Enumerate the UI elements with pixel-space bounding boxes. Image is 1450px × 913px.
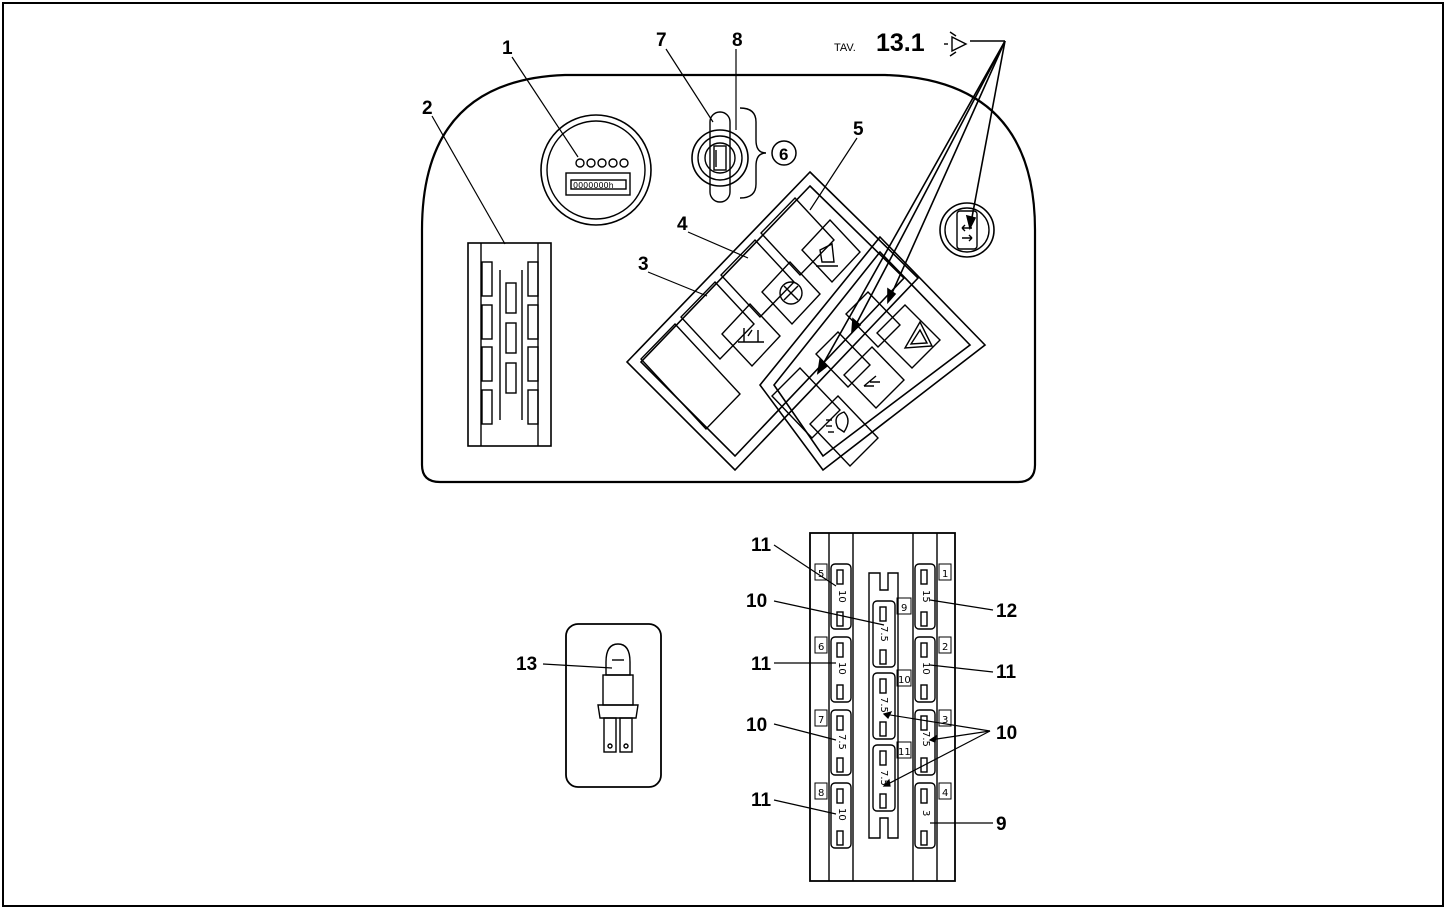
- dashboard-outline: [420, 73, 1037, 484]
- fuse-8: [830, 782, 852, 849]
- callout-2: 2: [422, 98, 433, 119]
- callout-3: 3: [638, 254, 649, 275]
- callout-9: 9: [996, 814, 1007, 835]
- fuse-rating-10: 7.5: [878, 697, 889, 713]
- fuse-9: [872, 600, 896, 668]
- hour-meter: 0000000h: [540, 114, 652, 226]
- callout-11-b: 11: [751, 654, 772, 675]
- fuse-leader-lines: [773, 544, 994, 824]
- callout-10-b: 10: [746, 715, 767, 736]
- fuse-rating-4: 3: [920, 810, 931, 816]
- fuse-rating-5: 10: [836, 590, 847, 603]
- fuse-7: [830, 709, 852, 776]
- top-leader-lines: [431, 48, 858, 297]
- slot-label-5: 5: [818, 569, 824, 580]
- fuse-rating-7: 7.5: [836, 734, 847, 750]
- slot-label-2: 2: [942, 642, 948, 653]
- callout-11-c: 11: [751, 790, 772, 811]
- callout-6: 6: [779, 145, 788, 164]
- callout-12: 12: [996, 601, 1017, 622]
- callout-1: 1: [502, 38, 513, 59]
- callout-10-a: 10: [746, 591, 767, 612]
- turn-indicator-lamp-icon: [944, 31, 968, 57]
- fuse-1: [914, 563, 936, 630]
- fuse-rating-2: 10: [920, 662, 931, 675]
- fuse-rating-6: 10: [836, 662, 847, 675]
- callout-4: 4: [677, 214, 688, 235]
- turn-signal-switch-2[interactable]: [815, 331, 905, 409]
- switch-5[interactable]: [760, 196, 861, 284]
- beacon-icon: [779, 281, 803, 305]
- callout-13: 13: [516, 654, 537, 675]
- left-switch-group: [625, 170, 920, 472]
- fuse-rating-1: 15: [920, 590, 931, 603]
- fuse-4: [914, 782, 936, 849]
- headlight-switch[interactable]: [771, 366, 879, 468]
- hour-meter-counter: 0000000h: [573, 181, 614, 190]
- key-switch-brace: [739, 107, 767, 199]
- callout-7: 7: [656, 30, 667, 51]
- fuse-5: [830, 563, 852, 630]
- fuse-box-small: [467, 242, 552, 447]
- fuse-rating-11: 7.5: [878, 770, 889, 786]
- switch-3[interactable]: [680, 280, 781, 368]
- right-switch-group: [758, 235, 987, 472]
- slot-label-6: 6: [818, 642, 824, 653]
- slot-number-boxes: [814, 563, 952, 800]
- callout-5: 5: [853, 119, 864, 140]
- fuse-2: [914, 636, 936, 703]
- bulb-detail-box: [565, 623, 662, 788]
- fuse-rating-8: 10: [836, 808, 847, 821]
- turn-signal-icon: [863, 375, 880, 387]
- slot-label-8: 8: [818, 788, 824, 799]
- bulb-icon: [597, 643, 639, 753]
- tav-number: 13.1: [876, 29, 925, 57]
- fuse-11: [872, 744, 896, 812]
- switch-blank[interactable]: [640, 322, 741, 431]
- fuse-rating-3: 7.5: [920, 731, 931, 747]
- leader-13: [542, 663, 613, 669]
- slot-label-7: 7: [818, 715, 824, 726]
- tav-prefix: TAV.: [834, 42, 856, 54]
- fuse-6: [830, 636, 852, 703]
- callout-11-a: 11: [751, 535, 772, 556]
- slot-label-4: 4: [942, 788, 948, 799]
- slot-label-1: 1: [942, 569, 948, 580]
- callout-11-d: 11: [996, 662, 1017, 683]
- hazard-switch[interactable]: [845, 291, 941, 369]
- hazard-icon: [903, 320, 934, 349]
- fuse-10: [872, 672, 896, 740]
- wiper-icon: [738, 328, 764, 343]
- callout-10-c: 10: [996, 723, 1017, 744]
- slot-label-11: 11: [898, 747, 911, 758]
- switch-4[interactable]: [720, 238, 821, 326]
- fuse-rating-9: 7.5: [878, 626, 889, 642]
- tav-leader-lines: [816, 40, 1006, 375]
- headlight-icon: [826, 411, 849, 433]
- slot-label-3: 3: [942, 715, 948, 726]
- slot-label-9: 9: [901, 603, 907, 614]
- turn-signal-switch[interactable]: [939, 202, 995, 258]
- callout-6-circle: [771, 140, 797, 166]
- key-switch-icon[interactable]: [691, 111, 749, 203]
- callout-8: 8: [732, 30, 743, 51]
- horn-icon: [816, 242, 838, 267]
- slot-label-10: 10: [898, 675, 911, 686]
